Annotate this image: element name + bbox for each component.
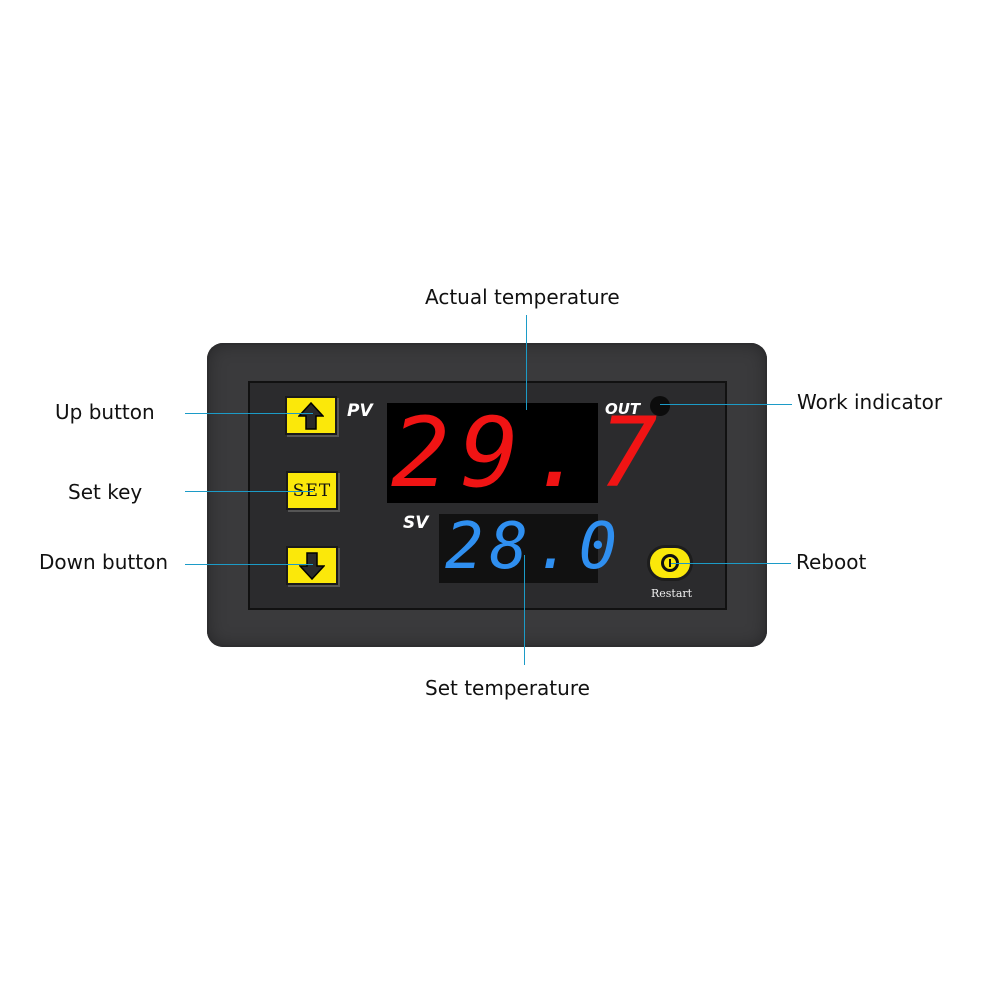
label-set-key: Set key [68, 480, 143, 504]
set-temperature-value: 28.0 [445, 510, 624, 584]
callout-line-work [660, 404, 792, 405]
callout-line-down [185, 564, 313, 565]
callout-line-set-temp [524, 555, 525, 665]
arrow-up-icon [298, 401, 324, 430]
work-indicator-led [650, 396, 670, 416]
label-up-button: Up button [55, 400, 155, 424]
callout-line-up [185, 413, 313, 414]
label-reboot: Reboot [796, 550, 867, 574]
out-tag: OUT [605, 400, 641, 418]
sv-display: 28.0 [439, 510, 617, 584]
callout-line-set [185, 491, 313, 492]
set-button[interactable]: SET [286, 471, 338, 510]
restart-label: Restart [651, 587, 693, 600]
label-set-temperature: Set temperature [425, 676, 590, 700]
arrow-down-icon [299, 551, 325, 580]
down-button[interactable] [286, 546, 338, 585]
label-actual-temperature: Actual temperature [425, 285, 620, 309]
callout-line-reboot [671, 563, 791, 564]
pv-display: 29.7 [387, 397, 657, 509]
pv-tag: PV [347, 401, 373, 421]
actual-temperature-value: 29.7 [391, 397, 668, 509]
label-work-indicator: Work indicator [797, 390, 943, 414]
up-button[interactable] [285, 396, 337, 435]
callout-line-actual [526, 315, 527, 410]
label-down-button: Down button [39, 550, 168, 574]
set-button-label: SET [292, 480, 332, 501]
sv-tag: SV [403, 513, 429, 533]
